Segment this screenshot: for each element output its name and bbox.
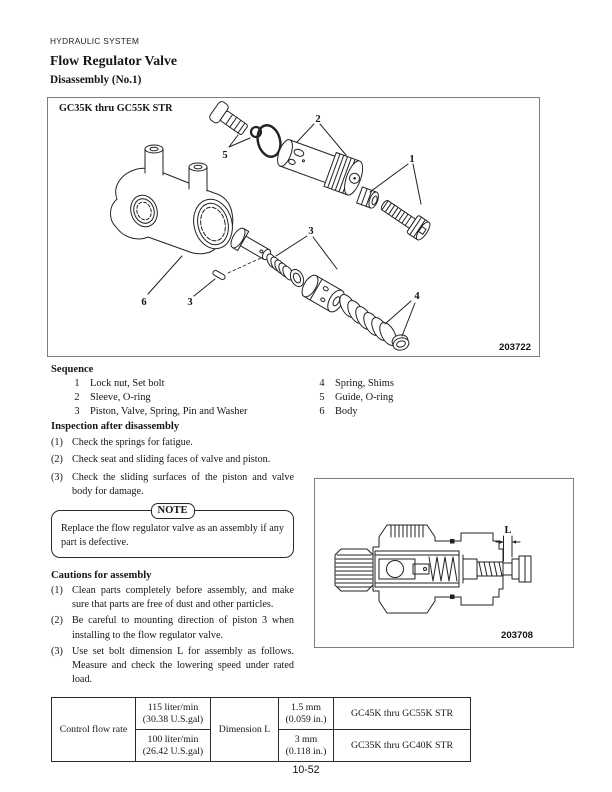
callout-4: 4 xyxy=(414,291,420,302)
exploded-view-drawing: 1 2 3 3 4 5 6 xyxy=(110,101,431,351)
set-bolt-drawing xyxy=(380,200,431,241)
callout-1: 1 xyxy=(409,154,414,165)
sleeve-drawing xyxy=(277,139,364,196)
cautions-heading: Cautions for assembly xyxy=(51,570,152,581)
sequence-heading: Sequence xyxy=(51,364,94,375)
callout-2: 2 xyxy=(315,114,320,125)
inspection-heading: Inspection after disassembly xyxy=(51,421,180,432)
note-text: Replace the flow regulator valve as an a… xyxy=(61,523,284,549)
list-item: (3)Use set bolt dimension L for assembly… xyxy=(51,645,294,686)
flow-value: 100 liter/min xyxy=(147,733,199,745)
guide-drawing xyxy=(209,101,263,139)
page-subtitle: Disassembly (No.1) xyxy=(50,74,142,86)
figure-model-label: GC35K thru GC55K STR xyxy=(59,103,173,114)
flow-rate-table: Control flow rate 115 liter/min (30.38 U… xyxy=(51,697,471,762)
table-row: 100 liter/min (26.42 U.S.gal) 3 mm (0.11… xyxy=(52,729,471,762)
list-item: (1)Clean parts completely before assembl… xyxy=(51,585,294,611)
dimension-header-cell: Dimension L xyxy=(210,697,279,762)
pin-drawing xyxy=(212,269,226,281)
figure-number: 203708 xyxy=(500,630,533,641)
section-header: HYDRAULIC SYSTEM xyxy=(50,36,140,46)
list-item: (1)Check the springs for fatigue. xyxy=(51,437,193,448)
dimension-cell: 1.5 mm (0.059 in.) xyxy=(278,697,334,730)
callout-6: 6 xyxy=(141,297,146,308)
valve-body-drawing xyxy=(110,144,234,255)
valve-cross-section xyxy=(334,524,532,614)
list-item: (3)Check the sliding surfaces of the pis… xyxy=(51,471,294,498)
shims-drawing xyxy=(391,334,410,351)
figure-disassembly: 1 2 3 3 4 5 6 GC35K thru GC55K STR 20372… xyxy=(47,97,540,357)
callout-3-pin: 3 xyxy=(187,297,192,308)
lock-nut-drawing xyxy=(356,186,379,209)
model-cell: GC45K thru GC55K STR xyxy=(333,697,471,730)
list-item: (2)Be careful to mounting direction of p… xyxy=(51,615,294,641)
row-header-cell: Control flow rate xyxy=(51,697,136,762)
flow-cell: 115 liter/min (30.38 U.S.gal) xyxy=(135,697,211,730)
flow-gal-value: (26.42 U.S.gal) xyxy=(142,745,204,757)
cautions-list: (1)Clean parts completely before assembl… xyxy=(51,584,294,689)
o-ring-drawing xyxy=(256,124,282,158)
dimension-l-label: L xyxy=(504,525,511,536)
callout-leader-lines xyxy=(147,123,422,337)
dim-value: 1.5 mm xyxy=(291,701,321,713)
washer-drawing xyxy=(289,268,305,288)
dimension-cell: 3 mm (0.118 in.) xyxy=(278,729,334,762)
valve-spool-drawing xyxy=(301,274,345,313)
callout-3-assembly: 3 xyxy=(308,226,313,237)
valve-spring-drawing xyxy=(266,253,294,281)
flow-value: 115 liter/min xyxy=(147,701,199,713)
note-label: NOTE xyxy=(150,503,195,519)
figure-number: 203722 xyxy=(498,342,531,353)
dim-value: 3 mm xyxy=(294,733,318,745)
table-row: Control flow rate 115 liter/min (30.38 U… xyxy=(51,697,471,762)
flow-gal-value: (30.38 U.S.gal) xyxy=(142,713,204,725)
page-title: Flow Regulator Valve xyxy=(50,53,177,68)
list-item: (2)Check seat and sliding faces of valve… xyxy=(51,454,271,466)
note-box: NOTE Replace the flow regulator valve as… xyxy=(51,503,294,558)
callout-5: 5 xyxy=(222,150,227,161)
dim-in-value: (0.118 in.) xyxy=(285,745,327,757)
figure-section-view: L 203708 xyxy=(314,478,574,648)
cross-section-drawing: L xyxy=(334,524,532,614)
dimension-l-lines xyxy=(495,535,521,562)
model-cell: GC35K thru GC40K STR xyxy=(333,729,471,762)
page-number: 10-52 xyxy=(292,764,320,776)
flow-cell: 100 liter/min (26.42 U.S.gal) xyxy=(135,729,211,762)
inspection-list: (1)Check the springs for fatigue. (2)Che… xyxy=(51,436,294,503)
dim-in-value: (0.059 in.) xyxy=(285,713,327,725)
